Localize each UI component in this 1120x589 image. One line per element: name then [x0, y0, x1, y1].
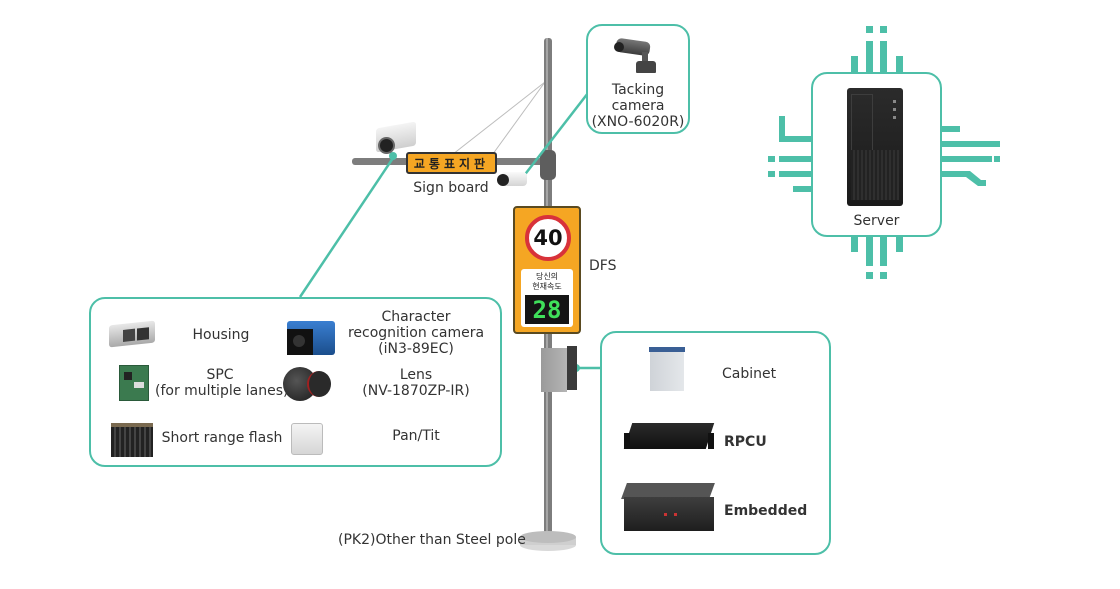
embedded-label: Embedded — [724, 503, 808, 519]
tracking-camera-line2: camera — [611, 98, 665, 114]
pole-joint — [540, 150, 556, 180]
current-speed-value: 28 — [532, 295, 562, 324]
traffic-sign-board: 교통표지판 — [406, 152, 497, 174]
rpcu-icon — [623, 419, 715, 455]
sign-board-korean-text: 교통표지판 — [413, 156, 490, 171]
cabinet-icon — [649, 347, 685, 391]
camera-components-box: Housing Character recognition camera (iN… — [89, 297, 502, 467]
current-speed-display: 28 — [525, 295, 569, 324]
dfs-korean-line2: 현재속도 — [532, 282, 562, 291]
speed-limit-sign: 40 — [525, 215, 571, 261]
tracking-camera-box: Tacking camera (XNO-6020R) — [586, 24, 690, 134]
housing-label: Housing — [192, 327, 250, 343]
box-camera-icon — [372, 121, 416, 155]
bullet-camera-icon — [497, 170, 529, 190]
cabinet-label: Cabinet — [722, 366, 777, 382]
circuit-traces — [768, 26, 1000, 279]
server-label: Server — [853, 213, 900, 229]
support-cable — [489, 81, 546, 159]
character-camera-line1: Character — [381, 309, 451, 325]
support-cable — [447, 81, 546, 159]
character-camera-line2: recognition camera — [347, 325, 485, 341]
dfs-label: DFS — [589, 258, 617, 274]
pole-label: (PK2)Other than Steel pole — [338, 532, 526, 548]
lens-line1: Lens — [399, 367, 433, 383]
sign-board-label: Sign board — [413, 180, 489, 196]
rpcu-label: RPCU — [724, 434, 767, 450]
ptz-camera-icon — [614, 36, 664, 74]
tracking-camera-line1: Tacking — [611, 82, 665, 98]
speed-limit-value: 40 — [533, 226, 563, 250]
server-tower-icon — [847, 88, 903, 206]
circuit-board-icon — [119, 365, 149, 401]
pan-tilt-icon — [291, 423, 323, 455]
flash-icon — [111, 423, 153, 457]
pole-cabinet-icon — [541, 346, 577, 392]
dfs-korean-line1: 당신의 — [535, 272, 559, 281]
embedded-icon — [621, 483, 715, 533]
flash-label: Short range flash — [161, 430, 283, 446]
housing-icon — [109, 320, 155, 348]
lens-line2: (NV-1870ZP-IR) — [362, 383, 470, 399]
connector-line — [522, 92, 589, 178]
connector-line — [298, 157, 395, 298]
spc-line1: SPC — [206, 367, 234, 383]
pan-tilt-label: Pan/Tit — [392, 428, 440, 444]
speed-display-panel: 당신의 현재속도 28 — [521, 269, 573, 327]
character-camera-line3: (iN3-89EC) — [378, 341, 454, 357]
server-box: Server — [811, 72, 942, 237]
spc-line2: (for multiple lanes) — [155, 383, 289, 399]
dfs-sign: 40 당신의 현재속도 28 — [513, 206, 581, 334]
camera-icon — [287, 321, 335, 355]
tracking-camera-line3: (XNO-6020R) — [591, 114, 685, 130]
cabinet-components-box: Cabinet RPCU Embedded — [600, 331, 831, 555]
lens-icon — [283, 365, 331, 403]
